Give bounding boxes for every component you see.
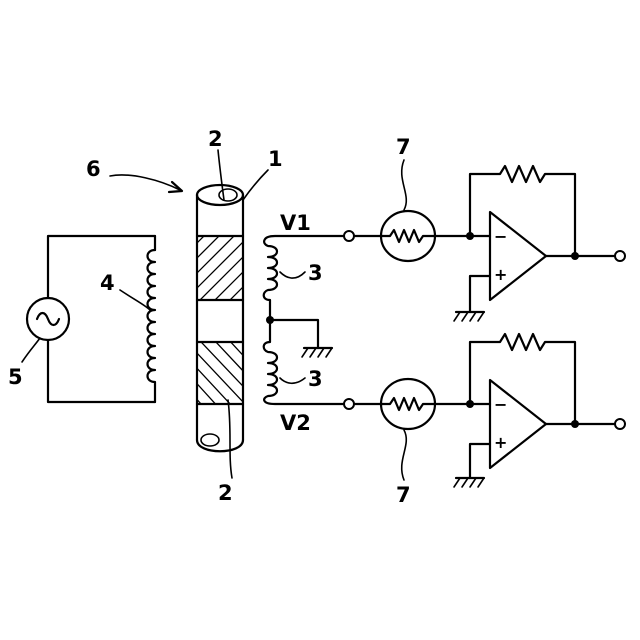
junction-top-output [571,252,579,260]
upper-channel: − + [344,166,625,321]
label-v2: V2 [280,411,311,435]
label-v1: V1 [280,211,311,235]
hatched-band-top [180,200,275,355]
ground-wire [270,320,318,348]
svg-text:−: − [494,227,507,246]
leader-3-bottom [280,378,305,383]
leader-5 [22,338,40,362]
leader-2-bottom [228,400,232,478]
leader-6 [110,175,180,190]
feedback-resistor-top [470,166,575,256]
label-7-top: 7 [396,135,411,159]
ac-source-symbol [27,298,69,340]
source-wire-bottom [48,340,155,402]
pickup-coil-bottom [264,320,345,404]
hatched-band-bottom [180,325,275,420]
label-2-top: 2 [208,127,223,151]
terminal-v1[interactable] [344,231,354,241]
opamp-bottom: − + [490,380,546,468]
label-3-top: 3 [308,261,323,285]
shaft [180,185,275,451]
leader-7-top [402,160,407,210]
svg-text:+: + [494,265,507,284]
svg-text:−: − [494,395,507,414]
leader-lines [22,150,406,480]
terminal-v2[interactable] [344,399,354,409]
thermistor-top [381,211,435,261]
primary-coil [148,236,156,402]
shaft-top-end [197,185,243,205]
ground-icon [302,348,332,357]
ground-icon [454,312,484,321]
output-terminal-bottom[interactable] [615,419,625,429]
label-5: 5 [8,365,23,389]
label-1: 1 [268,147,283,171]
svg-text:+: + [494,433,507,452]
sine-wave-icon [37,313,59,325]
label-6: 6 [86,157,101,181]
thermistor-bottom [381,379,435,429]
feedback-resistor-bottom [470,334,575,424]
label-3-bottom: 3 [308,367,323,391]
pickup-coil-top [264,236,345,320]
opamp-top: − + [490,212,546,300]
band-top-boundary [197,236,243,300]
lower-channel: − + [344,334,625,487]
leader-1 [243,170,268,200]
label-4: 4 [100,271,115,295]
label-7-bottom: 7 [396,483,411,507]
leader-4 [120,290,150,310]
center-tap-junction [266,316,274,324]
leader-7-bottom [402,430,407,480]
ground-icon [454,478,484,487]
junction-bottom-output [571,420,579,428]
excitation-circuit [27,236,155,402]
leader-3-top [280,272,305,278]
label-2-bottom: 2 [218,481,233,505]
output-terminal-top[interactable] [615,251,625,261]
shaft-bottom-end [197,440,243,451]
